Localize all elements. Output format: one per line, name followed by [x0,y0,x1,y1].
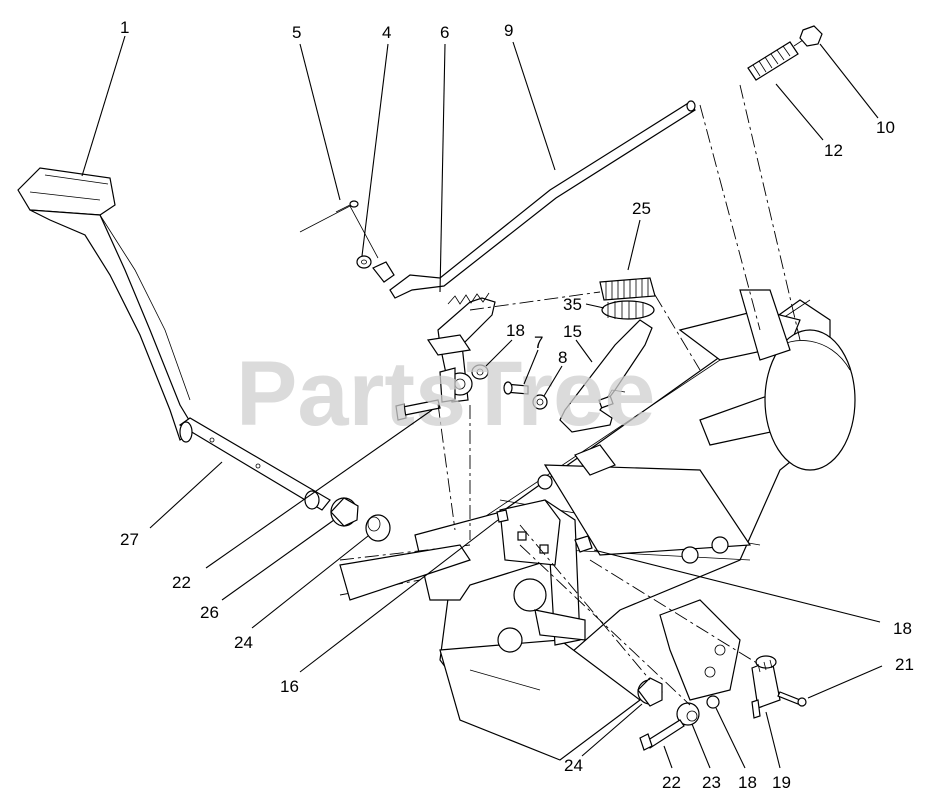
mounting-bracket [339,499,586,646]
callout-5: 5 [292,23,301,42]
callout-24-lower: 24 [564,756,583,775]
callout-26: 26 [200,603,219,622]
control-rod [299,100,696,299]
callout-19: 19 [772,773,791,792]
callout-23: 23 [702,773,721,792]
callout-22-lower: 22 [662,773,681,792]
leader-lines [81,35,883,769]
assembly-lines [437,84,801,706]
callout-15: 15 [563,322,582,341]
fasteners-lower [637,655,807,751]
callout-21: 21 [895,655,914,674]
latch-plate [559,319,653,433]
callout-25: 25 [632,199,651,218]
callout-18-lower: 18 [738,773,757,792]
callout-labels: 1 5 4 6 9 10 12 25 35 15 18 7 8 27 22 26… [120,18,914,792]
callout-7: 7 [534,333,543,352]
watermark: PartsTree [236,343,655,445]
callout-18-upper: 18 [506,321,525,340]
callout-16: 16 [280,677,299,696]
fasteners-upper [395,364,593,553]
brake-pedal-lever [17,167,331,511]
callout-27: 27 [120,530,139,549]
callout-8: 8 [558,348,567,367]
chassis-frame [439,289,856,761]
callout-6: 6 [440,23,449,42]
callout-22-left: 22 [172,573,191,592]
callout-12: 12 [824,141,843,160]
callout-18-right: 18 [893,619,912,638]
callout-1: 1 [120,18,129,37]
callout-10: 10 [876,118,895,137]
springs [599,25,823,320]
callout-4: 4 [382,23,391,42]
bushings-left [330,497,391,542]
callout-9: 9 [504,21,513,40]
callout-35: 35 [563,295,582,314]
ratchet-plate [426,292,496,403]
callout-24-left: 24 [234,633,253,652]
